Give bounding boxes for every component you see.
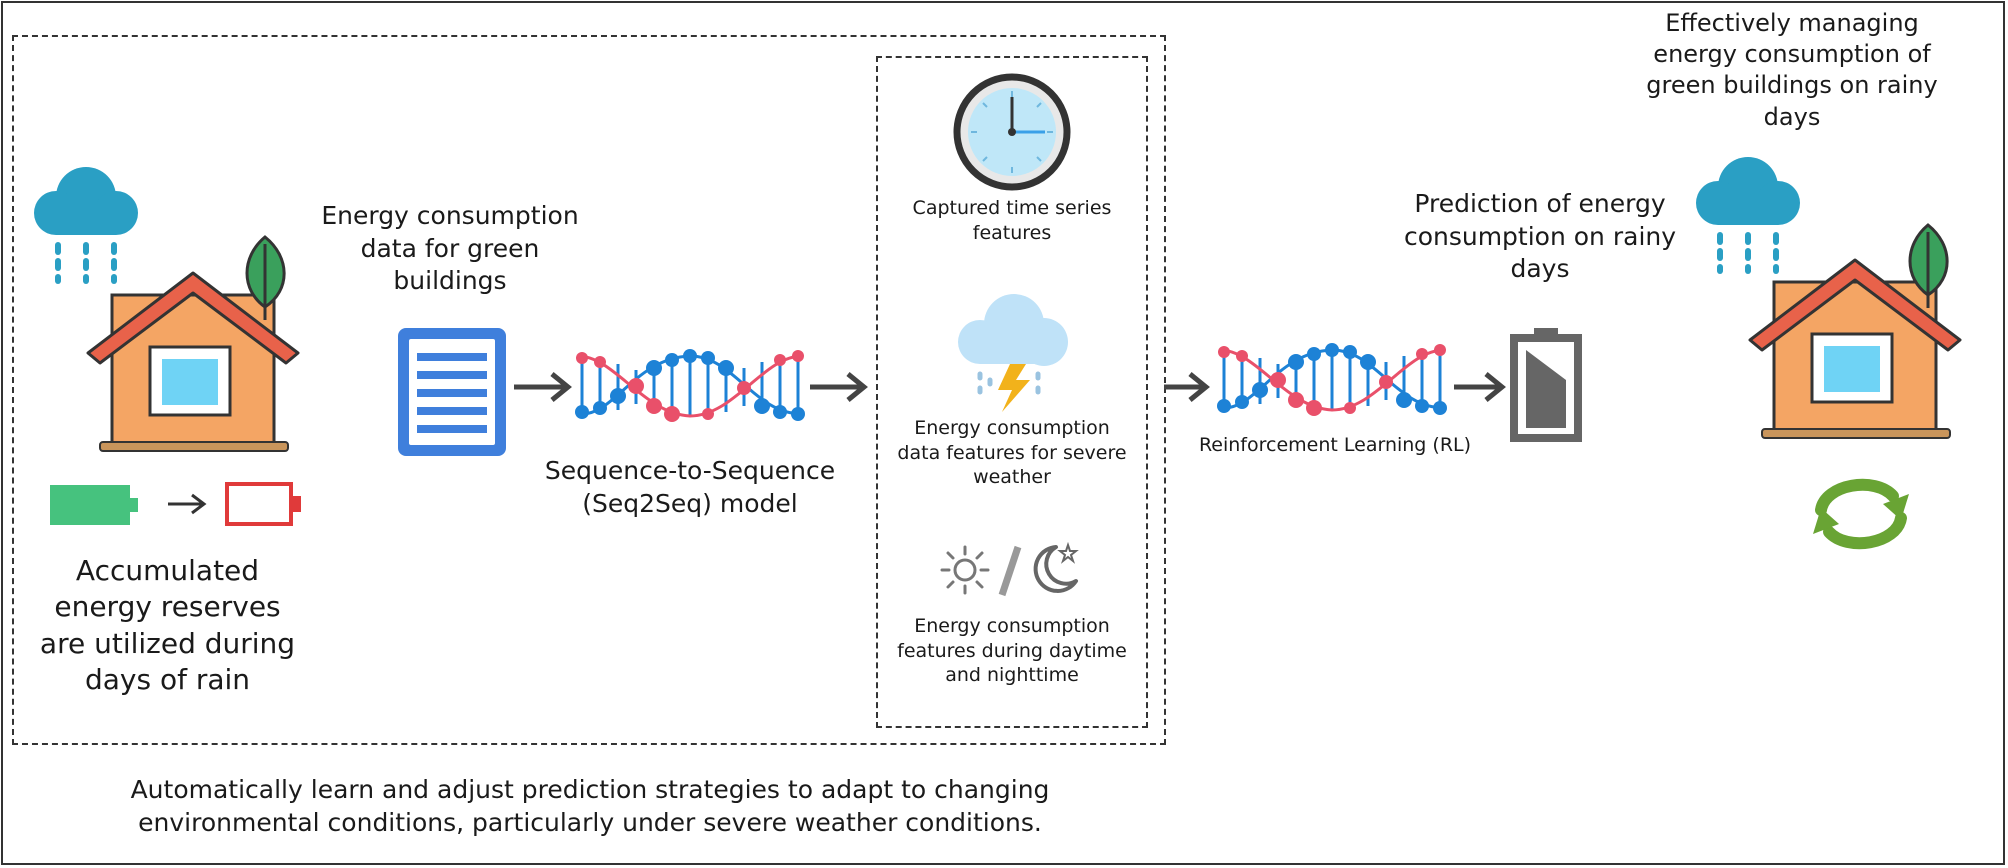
battery-icon [1510, 328, 1582, 442]
prediction-label: Prediction of energy consumption on rain… [1403, 189, 1677, 283]
rl-label: Reinforcement Learning (RL) [1198, 434, 1472, 456]
managing-label: Effectively managing energy consumption … [1646, 9, 1938, 131]
battery-full-icon [50, 485, 138, 525]
arrow-icon [168, 493, 207, 515]
house-icon [1748, 258, 1962, 439]
recycle-icon [1813, 478, 1909, 550]
dna-icon [575, 349, 805, 422]
document-icon [398, 328, 506, 456]
day-night-label: Energy consumption features during dayti… [897, 615, 1127, 687]
dna-icon [1217, 343, 1447, 416]
slash-separator [998, 545, 1022, 597]
leaf-icon [245, 235, 286, 320]
battery-empty-icon [225, 482, 301, 526]
rain-cloud-icon [34, 167, 138, 284]
energy-data-label: Energy consumption data for green buildi… [321, 201, 579, 295]
seq2seq-label: Sequence-to-Sequence (Seq2Seq) model [544, 456, 836, 518]
bottom-caption: Automatically learn and adjust predictio… [130, 775, 1050, 837]
features-region-outline [876, 56, 1148, 728]
arrow-icon [1454, 372, 1506, 402]
leaf-icon [1908, 223, 1949, 308]
accumulated-reserves-label: Accumulated energy reserves are utilized… [39, 554, 296, 697]
arrow-icon [810, 372, 868, 402]
house-icon [86, 271, 300, 452]
rain-cloud-icon [1696, 157, 1800, 274]
arrow-icon [1164, 372, 1210, 402]
clock-icon [953, 73, 1071, 191]
time-series-label: Captured time series features [912, 197, 1112, 244]
model-region-outline [12, 35, 1166, 745]
arrow-icon [514, 372, 572, 402]
storm-cloud-icon [958, 294, 1068, 412]
severe-weather-label: Energy consumption data features for sev… [897, 417, 1127, 489]
moon-icon [1033, 541, 1079, 593]
sun-icon [940, 545, 990, 595]
